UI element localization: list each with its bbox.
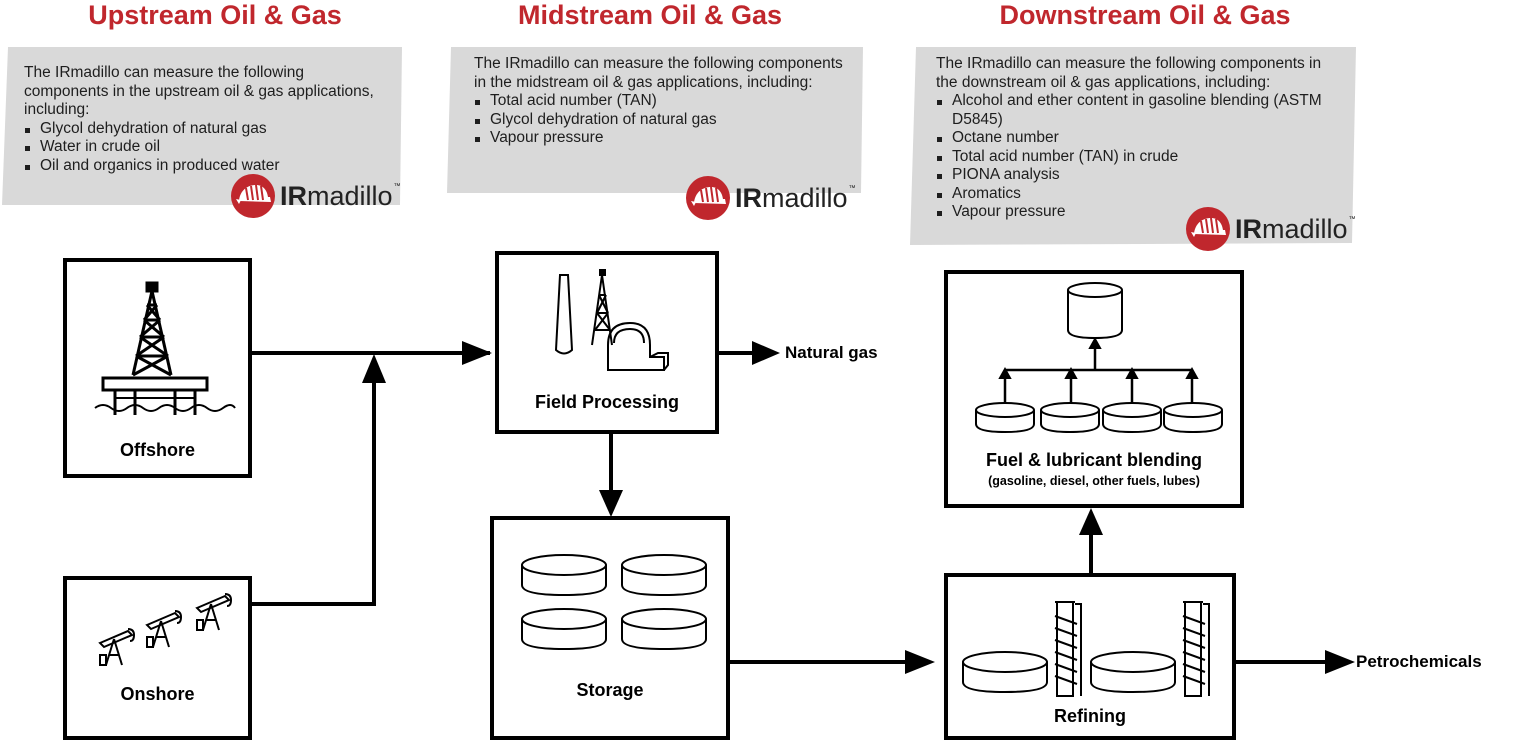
midstream-info-panel: The IRmadillo can measure the following … — [445, 45, 865, 220]
downstream-item: Total acid number (TAN) in crude — [936, 148, 1336, 167]
midstream-title: Midstream Oil & Gas — [517, 0, 783, 30]
armadillo-logo-icon — [231, 174, 275, 218]
storage-label: Storage — [576, 680, 644, 700]
upstream-panel-text: The IRmadillo can measure the following … — [24, 64, 384, 175]
downstream-title: Downstream Oil & Gas — [999, 0, 1291, 30]
midstream-panel-background — [447, 47, 863, 193]
downstream-logo: IRmadillo™ — [1185, 206, 1356, 252]
downstream-panel-background — [910, 47, 1356, 245]
midstream-logo: IRmadillo™ — [685, 175, 856, 221]
logo-wordmark: IRmadillo™ — [1235, 213, 1356, 244]
downstream-list: Alcohol and ether content in gasoline bl… — [936, 92, 1336, 222]
downstream-item: PIONA analysis — [936, 166, 1336, 185]
field-processing-label: Field Processing — [534, 392, 680, 412]
downstream-info-panel: The IRmadillo can measure the following … — [908, 45, 1358, 251]
armadillo-logo-icon — [1186, 207, 1230, 251]
upstream-list: Glycol dehydration of natural gas Water … — [24, 120, 384, 176]
downstream-item: Octane number — [936, 129, 1336, 148]
blending-tanks-icon — [975, 282, 1223, 434]
offshore-label: Offshore — [119, 440, 195, 460]
midstream-intro: The IRmadillo can measure the following … — [474, 55, 843, 91]
midstream-list: Total acid number (TAN) Glycol dehydrati… — [474, 92, 844, 148]
downstream-intro: The IRmadillo can measure the following … — [936, 55, 1322, 91]
downstream-panel-text: The IRmadillo can measure the following … — [936, 55, 1336, 222]
midstream-panel-text: The IRmadillo can measure the following … — [474, 55, 844, 148]
upstream-panel-background — [2, 47, 402, 205]
upstream-item: Glycol dehydration of natural gas — [24, 120, 384, 139]
blending-sublabel: (gasoline, diesel, other fuels, lubes) — [988, 474, 1200, 488]
midstream-item: Glycol dehydration of natural gas — [474, 111, 844, 130]
blending-label: Fuel & lubricant blending — [986, 450, 1202, 470]
gas-plant-icon — [554, 269, 669, 371]
upstream-item: Water in crude oil — [24, 138, 384, 157]
offshore-rig-icon — [94, 281, 236, 415]
downstream-item: Vapour pressure — [936, 203, 1336, 222]
onshore-to-junction-line — [252, 378, 376, 606]
pumpjack-icon — [98, 593, 233, 666]
upstream-title: Upstream Oil & Gas — [88, 0, 342, 30]
petrochemicals-label: Petrochemicals — [1356, 652, 1482, 671]
armadillo-logo-icon — [686, 176, 730, 220]
upstream-info-panel: The IRmadillo can measure the following … — [0, 45, 405, 218]
upstream-logo: IRmadillo™ — [230, 173, 401, 219]
storage-tank-icon — [521, 554, 707, 651]
downstream-item: Aromatics — [936, 185, 1336, 204]
midstream-item: Vapour pressure — [474, 129, 844, 148]
natural-gas-label: Natural gas — [785, 343, 878, 362]
logo-wordmark: IRmadillo™ — [735, 182, 856, 213]
upstream-item: Oil and organics in produced water — [24, 157, 384, 176]
logo-wordmark: IRmadillo™ — [280, 180, 401, 211]
onshore-label: Onshore — [120, 684, 195, 704]
downstream-item: Alcohol and ether content in gasoline bl… — [936, 92, 1336, 129]
upstream-intro: The IRmadillo can measure the following … — [24, 64, 374, 118]
field-processing-node — [495, 251, 719, 434]
refining-label: Refining — [1054, 706, 1126, 726]
midstream-item: Total acid number (TAN) — [474, 92, 844, 111]
refinery-column-icon — [962, 601, 1210, 697]
